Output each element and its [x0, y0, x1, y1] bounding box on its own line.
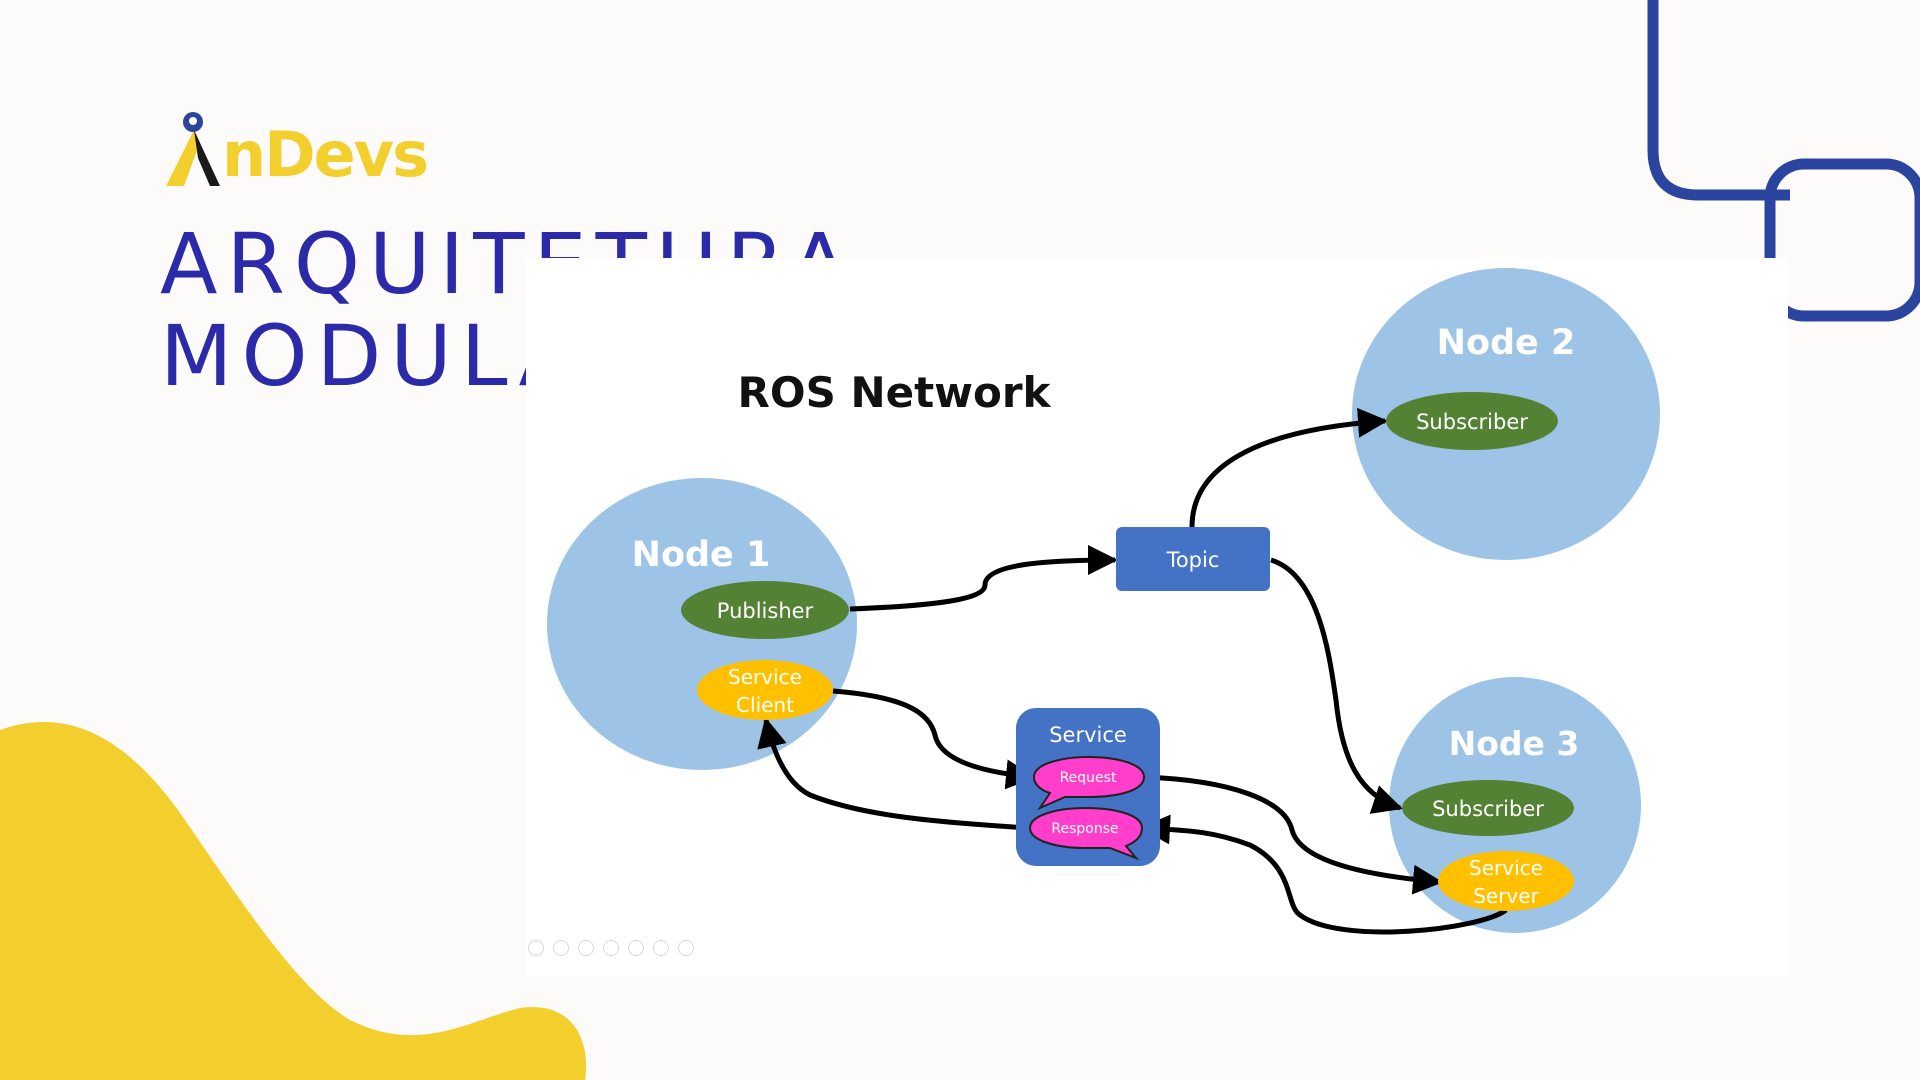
node3-subscriber-ellipse	[1402, 780, 1574, 836]
response-to-client-arrow	[757, 717, 1031, 831]
service-server-label-line2: Server	[1473, 884, 1539, 908]
request-to-server-arrow	[1141, 774, 1443, 895]
logo-text: nDevs	[222, 118, 429, 191]
publisher-ellipse	[681, 581, 849, 639]
control-dot	[528, 940, 544, 956]
logo-mark-icon	[166, 112, 220, 186]
publisher-label: Publisher	[717, 599, 814, 623]
service-server-ellipse	[1438, 851, 1574, 911]
node3-subscriber-label: Subscriber	[1432, 797, 1544, 821]
request-label: Request	[1060, 770, 1117, 786]
node-2-label: Node 2	[1437, 323, 1576, 363]
response-label: Response	[1051, 821, 1118, 837]
request-bubble	[1032, 755, 1146, 811]
service-client-ellipse	[697, 660, 833, 720]
node-1-label: Node 1	[632, 535, 771, 575]
topic-box	[1116, 527, 1270, 591]
node2-subscriber-label: Subscriber	[1416, 410, 1528, 434]
control-dot	[678, 940, 694, 956]
control-dot	[628, 940, 644, 956]
blue-rounded-square	[1764, 158, 1920, 322]
topic-to-node3-subscriber-arrow	[1270, 557, 1403, 814]
client-to-request-arrow	[832, 688, 1036, 790]
server-to-response-arrow	[1140, 814, 1508, 935]
service-client-label-line1: Service	[728, 665, 802, 689]
control-dot	[553, 940, 569, 956]
topic-label: Topic	[1166, 548, 1220, 572]
presentation-controls	[528, 940, 703, 960]
node-3-label: Node 3	[1449, 724, 1580, 763]
topic-to-node2-subscriber-arrow	[1189, 407, 1388, 528]
service-server-label-line1: Service	[1469, 856, 1543, 880]
control-dot	[653, 940, 669, 956]
response-bubble	[1028, 806, 1144, 861]
publisher-to-topic-arrow	[849, 545, 1118, 612]
node2-subscriber-ellipse	[1386, 392, 1558, 450]
control-dot	[578, 940, 594, 956]
service-client-label-line2: Client	[736, 693, 794, 717]
blue-bracket-shape	[1647, 0, 1790, 201]
yellow-wave-shape	[0, 722, 587, 1080]
control-dot	[603, 940, 619, 956]
andevs-logo: nDevs	[160, 108, 460, 198]
diagram-heading: ROS Network	[738, 368, 1052, 417]
service-box-label: Service	[1049, 723, 1127, 747]
